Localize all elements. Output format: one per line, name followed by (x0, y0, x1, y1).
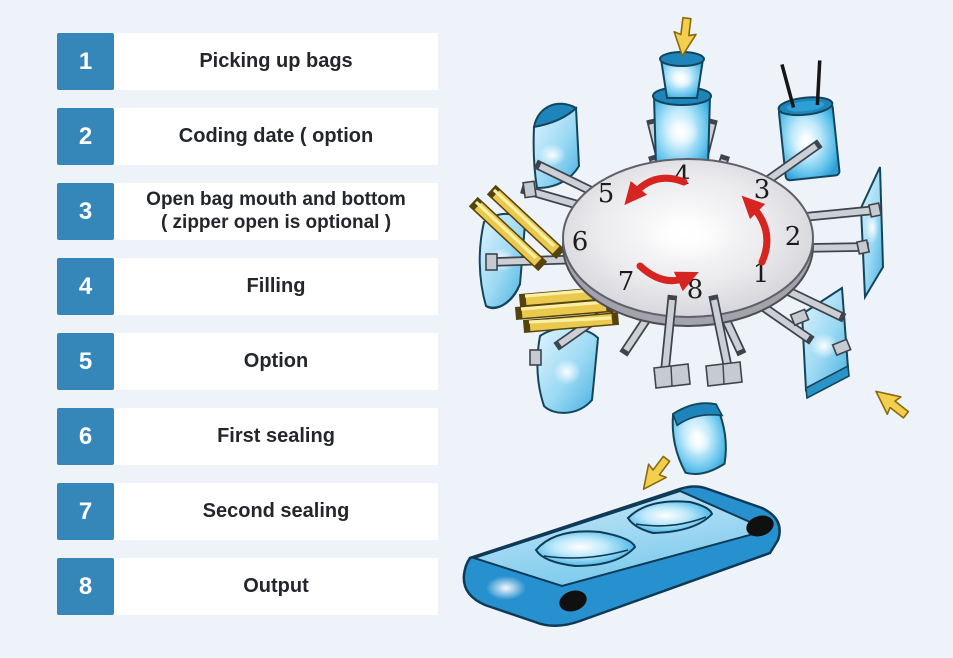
process-steps-list: 1 Picking up bags 2 Coding date ( option… (57, 33, 438, 615)
conveyor-roller (559, 590, 587, 612)
step-sublabel: ( zipper open is optional ) (160, 211, 392, 233)
step-label: Output (243, 574, 309, 597)
step-row: 2 Coding date ( option (57, 108, 438, 165)
bag-station-2 (859, 166, 885, 301)
bag-on-belt (626, 500, 714, 535)
step-label: Filling (246, 274, 306, 297)
step-row: 1 Picking up bags (57, 33, 438, 90)
step-row: 5 Option (57, 333, 438, 390)
station-number: 3 (754, 175, 771, 205)
step-label: Open bag mouth and bottom (146, 189, 406, 211)
falling-bag (671, 402, 727, 476)
station-number: 2 (785, 222, 802, 252)
step-number-badge: 4 (57, 258, 114, 315)
step-row: 3 Open bag mouth and bottom ( zipper ope… (57, 183, 438, 240)
step-row: 4 Filling (57, 258, 438, 315)
step-row: 6 First sealing (57, 408, 438, 465)
station-number: 6 (572, 227, 589, 257)
feed-arrow-icon (670, 16, 699, 59)
station-number: 1 (753, 259, 770, 289)
step-number-badge: 8 (57, 558, 114, 615)
station-number: 5 (598, 179, 615, 209)
bag-input-arrow-icon (868, 381, 914, 425)
step-label: First sealing (217, 424, 335, 447)
step-number-badge: 7 (57, 483, 114, 540)
step-row: 7 Second sealing (57, 483, 438, 540)
step-number-badge: 3 (57, 183, 114, 240)
output-arrow-icon (633, 451, 677, 497)
step-label: Coding date ( option (178, 124, 374, 147)
bag-station-3 (777, 60, 841, 182)
rotation-arrow (636, 262, 699, 292)
rotation-arrow (741, 195, 771, 266)
output-conveyor (462, 485, 781, 627)
step-number-badge: 5 (57, 333, 114, 390)
machine-diagram: 1 2 3 4 5 6 7 8 (462, 16, 914, 627)
step-label: Picking up bags (199, 49, 353, 72)
bag-on-belt (534, 530, 637, 568)
station-number: 7 (618, 267, 635, 297)
step-row: 8 Output (57, 558, 438, 615)
step-number-badge: 1 (57, 33, 114, 90)
gusset-sticks-station-6 (468, 184, 566, 272)
rotation-arrows (624, 174, 771, 292)
rotation-arrow (624, 174, 688, 206)
step-label: Second sealing (202, 499, 350, 522)
step-number-badge: 2 (57, 108, 114, 165)
bag-station-4 (646, 51, 718, 178)
output-gripper-arms (653, 294, 743, 389)
conveyor-roller (746, 515, 774, 537)
step-number-badge: 6 (57, 408, 114, 465)
step-label: Option (243, 349, 309, 372)
